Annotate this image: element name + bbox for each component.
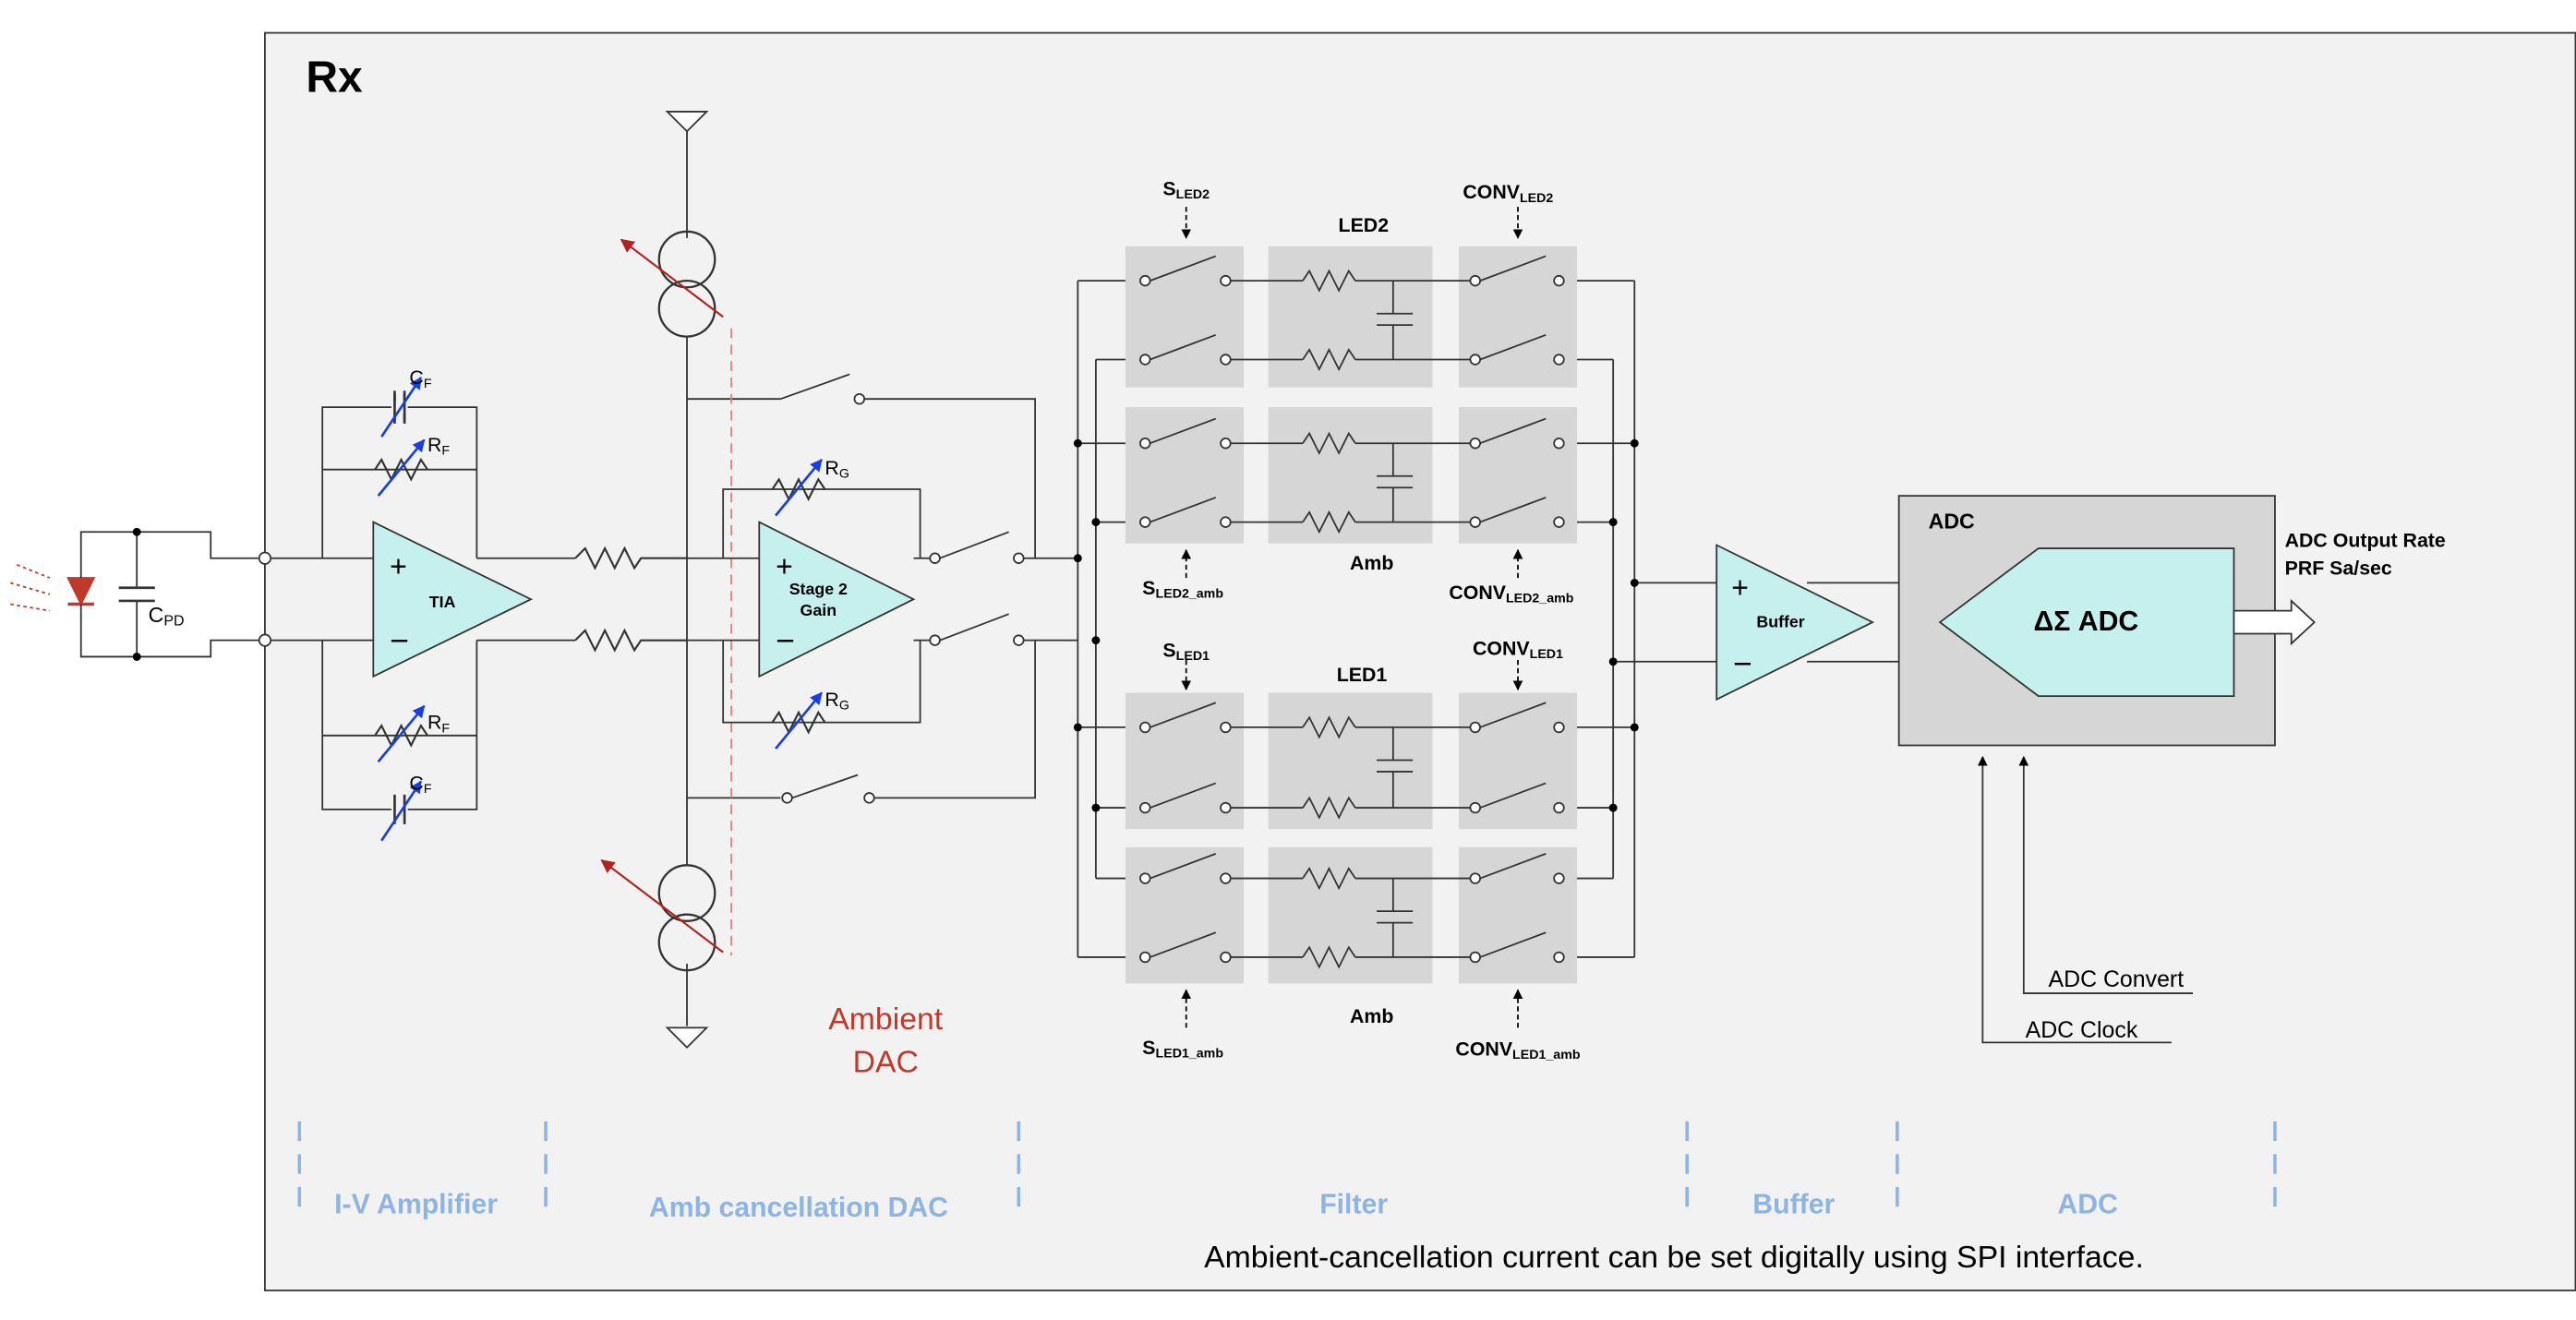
filter-cell-led2-amb [1125, 407, 1578, 544]
input-pin-pos [258, 551, 272, 565]
current-source-bottom-icon [600, 859, 724, 972]
cf-bottom-label: CF [409, 773, 431, 798]
rf-bottom-label: RF [427, 712, 450, 737]
tia-amplifier: + − TIA [372, 521, 534, 678]
adc-clock-label: ADC Clock [2026, 1017, 2138, 1043]
s-led2-amb-label: SLED2_amb [1142, 577, 1223, 602]
adc-block: ADC ΔΣ ADC [1897, 495, 2276, 747]
buffer-minus: − [1733, 645, 1752, 682]
filter-cell-led2 [1125, 246, 1578, 388]
adc-output-label-2: PRF Sa/sec [2285, 558, 2392, 580]
cpd-label: CPD [149, 603, 185, 630]
buffer-amplifier: + − Buffer [1715, 544, 1875, 702]
cf-bottom-icon [380, 780, 423, 842]
s-led2-label: SLED2 [1162, 178, 1210, 203]
bypass-switch-bottom [781, 640, 1036, 804]
rf-top-label: RF [427, 434, 450, 459]
conv-led1-label: CONVLED1 [1473, 638, 1563, 663]
led1-label: LED1 [1337, 664, 1388, 686]
rg-top-label: RG [825, 457, 849, 482]
tia-minus: − [390, 622, 409, 659]
filter-bus [1077, 280, 1717, 958]
rf-bottom-icon [374, 704, 428, 763]
rg-bottom-label: RG [825, 689, 849, 714]
conv-led1-amb-label: CONVLED1_amb [1455, 1038, 1580, 1063]
ambient-dac-label-1: Ambient [828, 1002, 944, 1037]
amb-bottom-label: Amb [1350, 1005, 1393, 1027]
delta-sigma-label: ΔΣ ADC [2034, 606, 2139, 637]
section-buffer: Buffer [1752, 1189, 1835, 1219]
stage2-output-switch-bottom [929, 613, 1078, 646]
tia-plus: + [390, 549, 407, 582]
section-adc: ADC [2057, 1189, 2117, 1219]
adc-convert-label: ADC Convert [2048, 966, 2184, 992]
section-amb-dac: Amb cancellation DAC [649, 1193, 948, 1223]
tia-label: TIA [429, 593, 456, 611]
caption: Ambient-cancellation current can be set … [1204, 1240, 2144, 1275]
stage2-output-switch-top [929, 531, 1078, 564]
input-pin-neg [258, 633, 272, 647]
cf-top-label: CF [409, 366, 431, 391]
ground-top-icon [665, 111, 709, 133]
s-led1-label: SLED1 [1162, 639, 1210, 664]
input-resistor-top [574, 546, 688, 570]
stage2-label-2: Gain [800, 601, 837, 619]
current-source-top-icon [620, 230, 724, 338]
adc-box-label: ADC [1929, 510, 1975, 534]
led2-label: LED2 [1339, 214, 1390, 236]
filter-cell-led1 [1125, 692, 1578, 830]
s-led1-amb-label: SLED1_amb [1142, 1037, 1223, 1062]
conv-led2-label: CONVLED2 [1463, 181, 1553, 206]
adc-output-label-1: ADC Output Rate [2285, 529, 2446, 551]
cpd-capacitor-icon [118, 586, 155, 603]
input-resistor-bottom [574, 628, 688, 653]
stage2-gain-amplifier: + − Stage 2 Gain [758, 521, 916, 678]
ground-bottom-icon [665, 1026, 709, 1050]
filter-cell-led1-amb [1125, 846, 1578, 984]
amb-top-label: Amb [1350, 552, 1393, 574]
section-iv-amplifier: I-V Amplifier [334, 1189, 498, 1219]
rg-bottom-icon [771, 691, 826, 750]
rx-title: Rx [306, 54, 363, 102]
conv-led2-amb-label: CONVLED2_amb [1449, 582, 1573, 606]
ambient-dac-label-2: DAC [853, 1044, 919, 1079]
rg-top-icon [771, 458, 826, 517]
bypass-switch-top [780, 373, 1036, 558]
buffer-label: Buffer [1756, 612, 1804, 630]
cf-top-icon [380, 376, 423, 438]
stage2-label-1: Stage 2 [789, 580, 848, 598]
section-filter: Filter [1319, 1189, 1388, 1219]
adc-output-arrow-icon [2233, 598, 2316, 646]
buffer-plus: + [1731, 570, 1749, 604]
rf-top-icon [374, 438, 428, 497]
stage2-plus: + [776, 549, 793, 582]
stage2-minus: − [776, 622, 795, 659]
